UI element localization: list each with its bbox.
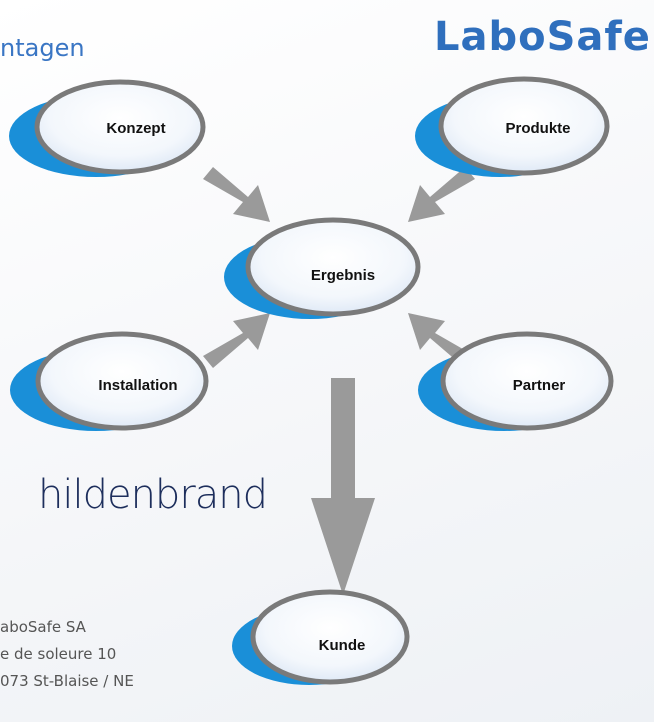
node-produkte[interactable]: Produkte <box>415 76 610 177</box>
node-kunde[interactable]: Kunde <box>232 589 410 685</box>
node-label-installation: Installation <box>98 377 177 394</box>
address-line-company: aboSafe SA <box>0 618 86 636</box>
address-line-street: e de soleure 10 <box>0 645 117 663</box>
address-block: aboSafe SA e de soleure 10 073 St-Blaise… <box>0 614 240 722</box>
arrow-ergebnis-to-kunde <box>311 378 375 595</box>
node-label-konzept: Konzept <box>106 120 165 137</box>
arrow-produkte-to-ergebnis <box>408 167 475 222</box>
node-label-partner: Partner <box>513 377 566 394</box>
hildenbrand-logo: hildenbrand <box>38 472 268 518</box>
node-partner[interactable]: Partner <box>418 331 614 431</box>
arrow-installation-to-ergebnis <box>203 313 270 368</box>
labosafe-logo: LaboSafe <box>434 14 651 60</box>
node-installation[interactable]: Installation <box>10 331 209 431</box>
node-konzept[interactable]: Konzept <box>9 79 206 177</box>
node-label-kunde: Kunde <box>319 637 366 654</box>
arrow-konzept-to-ergebnis <box>203 167 270 222</box>
page-title: ntagen <box>0 34 85 62</box>
node-ergebnis[interactable]: Ergebnis <box>224 217 421 319</box>
node-label-ergebnis: Ergebnis <box>311 267 375 284</box>
node-label-produkte: Produkte <box>505 120 570 137</box>
address-line-city: 073 St-Blaise / NE <box>0 672 134 690</box>
